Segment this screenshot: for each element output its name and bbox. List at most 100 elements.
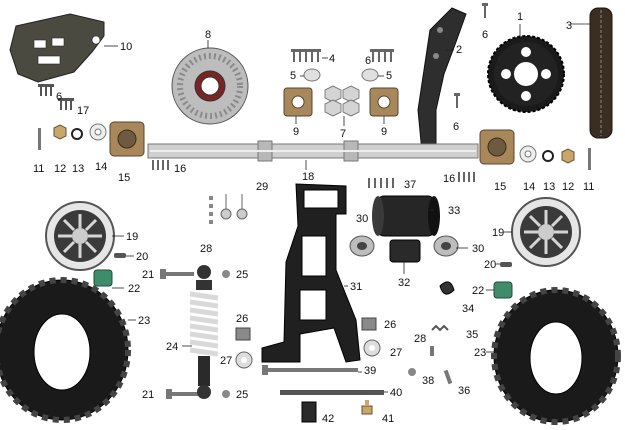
part-30-bearing-right [433, 235, 459, 257]
part-18-axle [147, 140, 479, 162]
callout-40: 40 [390, 387, 402, 399]
callout-17: 17 [77, 105, 89, 117]
callout-22-left: 22 [128, 283, 140, 295]
part-6-bolts-top [370, 49, 394, 62]
part-26-bushing-right [361, 317, 377, 331]
callout-13-left: 13 [72, 163, 84, 175]
callout-2: 2 [456, 44, 462, 56]
part-23-tire-right [491, 287, 621, 425]
callout-13-right: 13 [543, 181, 555, 193]
part-7-nuts [324, 85, 360, 117]
part-15-bearing-housing-right [479, 129, 515, 165]
part-37-bolts [368, 178, 394, 188]
part-41-grease-fitting [361, 400, 373, 415]
part-24-shock-absorber [189, 265, 219, 399]
part-30-bearing-left [349, 235, 375, 257]
part-38-nut [408, 368, 416, 376]
part-9-hub-right [369, 87, 399, 117]
part-10-swingarm-bracket [9, 13, 105, 83]
part-11-pin-right [588, 148, 591, 170]
callout-25-top: 25 [236, 269, 248, 281]
callout-5-left: 5 [290, 70, 296, 82]
callout-30-left: 30 [356, 213, 368, 225]
callout-5-right: 5 [386, 70, 392, 82]
part-11-pin-left [38, 128, 41, 150]
part-20-valve-right [500, 262, 512, 267]
part-27-washer-left [235, 351, 253, 369]
callout-8: 8 [205, 29, 211, 41]
part-3-chain [589, 7, 613, 139]
callout-15-right: 15 [494, 181, 506, 193]
part-26-bushing-left [235, 327, 251, 341]
callout-28-right: 28 [414, 333, 426, 345]
callout-28-left: 28 [200, 243, 212, 255]
part-31-swingarm-frame [261, 183, 361, 363]
part-22-hub-nut-left [93, 269, 113, 287]
part-5-spacer-left [303, 68, 321, 82]
callout-18: 18 [302, 171, 314, 183]
callout-39: 39 [364, 365, 376, 377]
callout-29: 29 [256, 181, 268, 193]
callout-37: 37 [404, 179, 416, 191]
callout-11-left: 11 [33, 163, 44, 175]
callout-42: 42 [322, 413, 334, 425]
callout-4: 4 [329, 53, 335, 65]
part-16-bolts-left [152, 160, 169, 170]
callout-16-right: 16 [443, 173, 455, 185]
callout-22-right: 22 [472, 285, 484, 297]
part-28-bolts [209, 196, 213, 224]
part-13-washer-right [542, 150, 554, 162]
callout-38: 38 [422, 375, 434, 387]
part-39-long-bolt [262, 365, 358, 375]
part-20-valve-left [114, 253, 126, 258]
part-12-nut-right [561, 148, 575, 164]
callout-12-left: 12 [54, 163, 66, 175]
part-1-sprocket [487, 35, 565, 113]
callout-20-left: 20 [136, 251, 148, 263]
callout-14-left: 14 [95, 161, 107, 173]
part-23-tire-left [0, 277, 131, 423]
part-6-bolt-guard-top [482, 3, 488, 18]
part-16-bolts-right [458, 172, 475, 182]
callout-10: 10 [120, 41, 132, 53]
callout-26-left: 26 [236, 313, 248, 325]
part-15-bearing-housing-left [109, 121, 145, 157]
callout-20-right: 20 [484, 259, 496, 271]
callout-25-bottom: 25 [236, 389, 248, 401]
callout-9-right: 9 [381, 126, 387, 138]
part-14-washer-left [89, 123, 107, 141]
part-33-bearing-carrier [372, 195, 440, 237]
part-34-spring [439, 281, 455, 295]
callout-6-bracket: 6 [56, 91, 62, 103]
callout-labels: 1 2 3 4 5 5 6 6 6 6 7 8 9 9 10 11 11 12 … [33, 11, 594, 425]
part-6-bolts-left [38, 84, 54, 96]
callout-19-left: 19 [126, 231, 138, 243]
part-21-bolt-bottom [166, 389, 200, 399]
part-25-nut-top [222, 270, 230, 278]
callout-6-guard-bottom: 6 [453, 121, 459, 133]
part-4-bolts [291, 49, 321, 62]
part-21-bolt-top [160, 269, 194, 279]
callout-26-right: 26 [384, 319, 396, 331]
callout-9-left: 9 [293, 126, 299, 138]
callout-27-left: 27 [220, 355, 232, 367]
callout-24: 24 [166, 341, 178, 353]
part-13-washer-left [71, 128, 83, 140]
part-8-brake-disc [171, 47, 249, 125]
part-36-bolt [443, 369, 453, 385]
part-32-sleeve [389, 239, 421, 263]
part-19-rim-left [45, 201, 115, 271]
callout-21-bottom: 21 [142, 389, 154, 401]
callout-23-right: 23 [474, 347, 486, 359]
callout-1: 1 [517, 11, 523, 23]
part-5-spacer-right [361, 68, 379, 82]
callout-35: 35 [466, 329, 478, 341]
callout-41: 41 [382, 413, 394, 425]
part-14-washer-right [519, 145, 537, 163]
leader-lines [104, 23, 590, 393]
part-40-rod [280, 390, 384, 395]
part-42-sleeve [301, 401, 317, 423]
callout-6-top: 6 [365, 55, 371, 67]
callout-11-right: 11 [583, 181, 594, 193]
